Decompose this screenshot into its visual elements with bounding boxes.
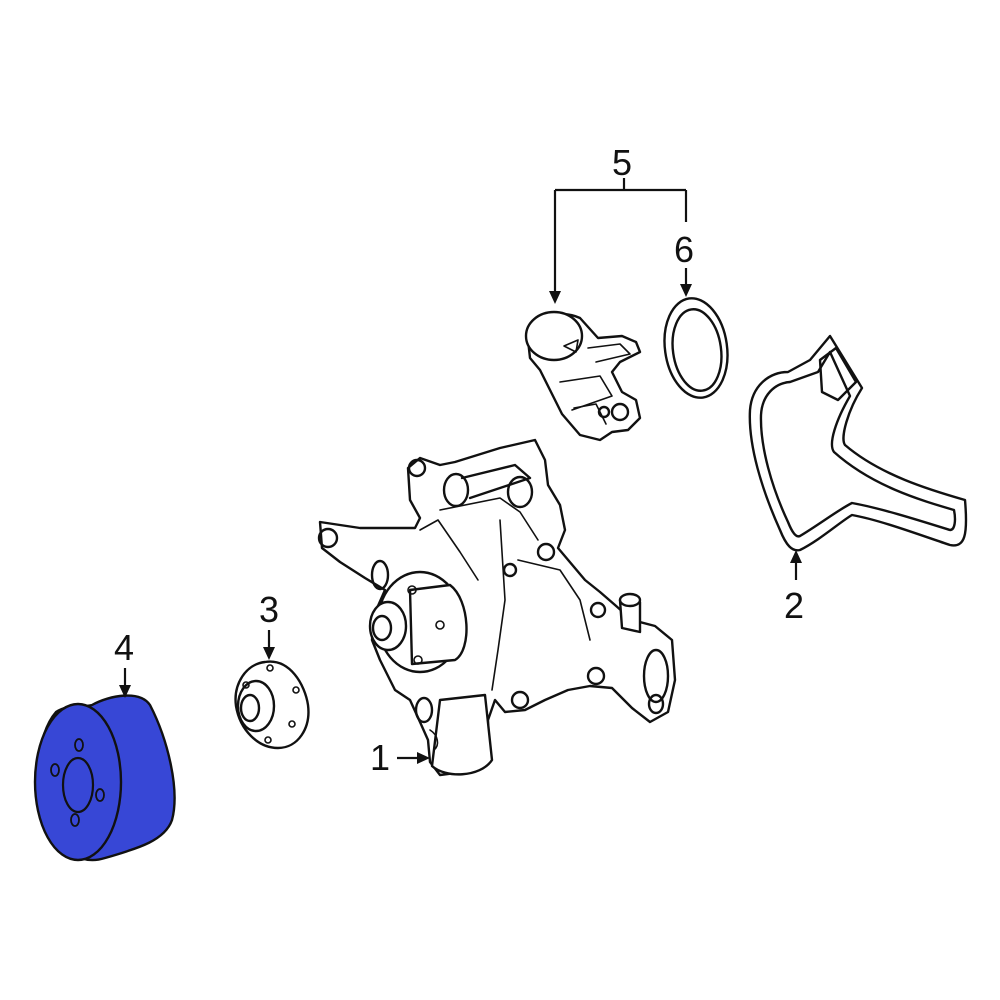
flange-bolt-hole (407, 585, 417, 595)
callout-label-1: 1 (370, 737, 390, 778)
hub-bolt-hole (266, 664, 274, 672)
hub-part-3[interactable] (234, 660, 310, 750)
bolt-hole (502, 562, 518, 578)
thermostat-flange (559, 375, 613, 411)
bolt-hole (589, 601, 607, 619)
gasket-outer (748, 334, 968, 552)
mount-slot (370, 559, 390, 591)
callout-arrow-3 (263, 647, 275, 660)
gasket-window (818, 346, 858, 402)
mounting-hole (407, 458, 427, 478)
bolt-boss (442, 472, 470, 508)
pump-shaft-bore (371, 614, 393, 642)
hub-bolt-hole (288, 720, 296, 728)
gasket-part-2[interactable] (748, 334, 968, 552)
callout-arrow-1 (417, 752, 430, 764)
bolt-hole (510, 690, 530, 710)
callout-label-2: 2 (784, 585, 804, 626)
housing-rib (517, 559, 591, 641)
callout-label-5: 5 (612, 142, 632, 183)
seal-part-6[interactable] (658, 294, 733, 402)
water-pump-part-1[interactable] (317, 438, 677, 777)
thermostat-cap (524, 310, 584, 362)
inlet-detail (429, 729, 439, 751)
callout-label-3: 3 (259, 589, 279, 630)
mounting-hole (317, 527, 339, 549)
bolt-hole (536, 542, 556, 562)
thermostat-bolt-hole (597, 405, 611, 419)
hub-bore (239, 693, 261, 723)
pulley-bolt-hole (50, 763, 60, 777)
hub-bolt-hole (292, 686, 300, 694)
callout-1[interactable]: 1 (370, 737, 430, 778)
callout-4[interactable]: 4 (114, 627, 134, 698)
pump-shaft-neck (408, 583, 468, 666)
seal-inner (671, 308, 723, 392)
hub-bolt-hole (242, 681, 250, 689)
callout-label-6: 6 (674, 229, 694, 270)
housing-rib (439, 497, 539, 541)
hub-bolt-hole (264, 736, 272, 744)
outlet-port-inner (647, 693, 665, 715)
pulley-bolt-hole (74, 738, 84, 752)
pump-housing-outline (318, 438, 677, 777)
callout-2[interactable]: 2 (784, 550, 804, 626)
callout-3[interactable]: 3 (259, 589, 279, 660)
pulley-bolt-hole (95, 788, 105, 802)
gasket-inner (759, 350, 957, 538)
thermostat-outlet-rib (587, 343, 631, 363)
callout-arrow-4 (119, 685, 131, 698)
outlet-port (642, 648, 670, 704)
pulley-bolt-hole (70, 813, 80, 827)
callout-6[interactable]: 6 (674, 229, 694, 297)
pulley-part-4[interactable] (33, 694, 176, 862)
pulley-center-bore (61, 756, 95, 814)
callout-arrow-5 (549, 291, 561, 304)
bolt-hole (586, 666, 606, 686)
thermostat-cap-detail (563, 339, 579, 353)
thermostat-bolt-hole (610, 402, 630, 422)
housing-rib (419, 519, 479, 581)
callout-arrow-6 (680, 284, 692, 297)
inlet-boss (414, 696, 434, 724)
thermostat-housing-part-5[interactable] (524, 310, 642, 442)
callout-arrow-2 (790, 550, 802, 563)
flange-bolt-hole (435, 620, 445, 630)
inlet-pipe (430, 693, 494, 776)
callout-label-4: 4 (114, 627, 134, 668)
bleed-nipple-cap (618, 592, 642, 608)
housing-rib (460, 463, 532, 500)
flange-bolt-hole (413, 655, 423, 665)
callout-5[interactable]: 5 (549, 142, 688, 304)
housing-rib (491, 519, 506, 691)
